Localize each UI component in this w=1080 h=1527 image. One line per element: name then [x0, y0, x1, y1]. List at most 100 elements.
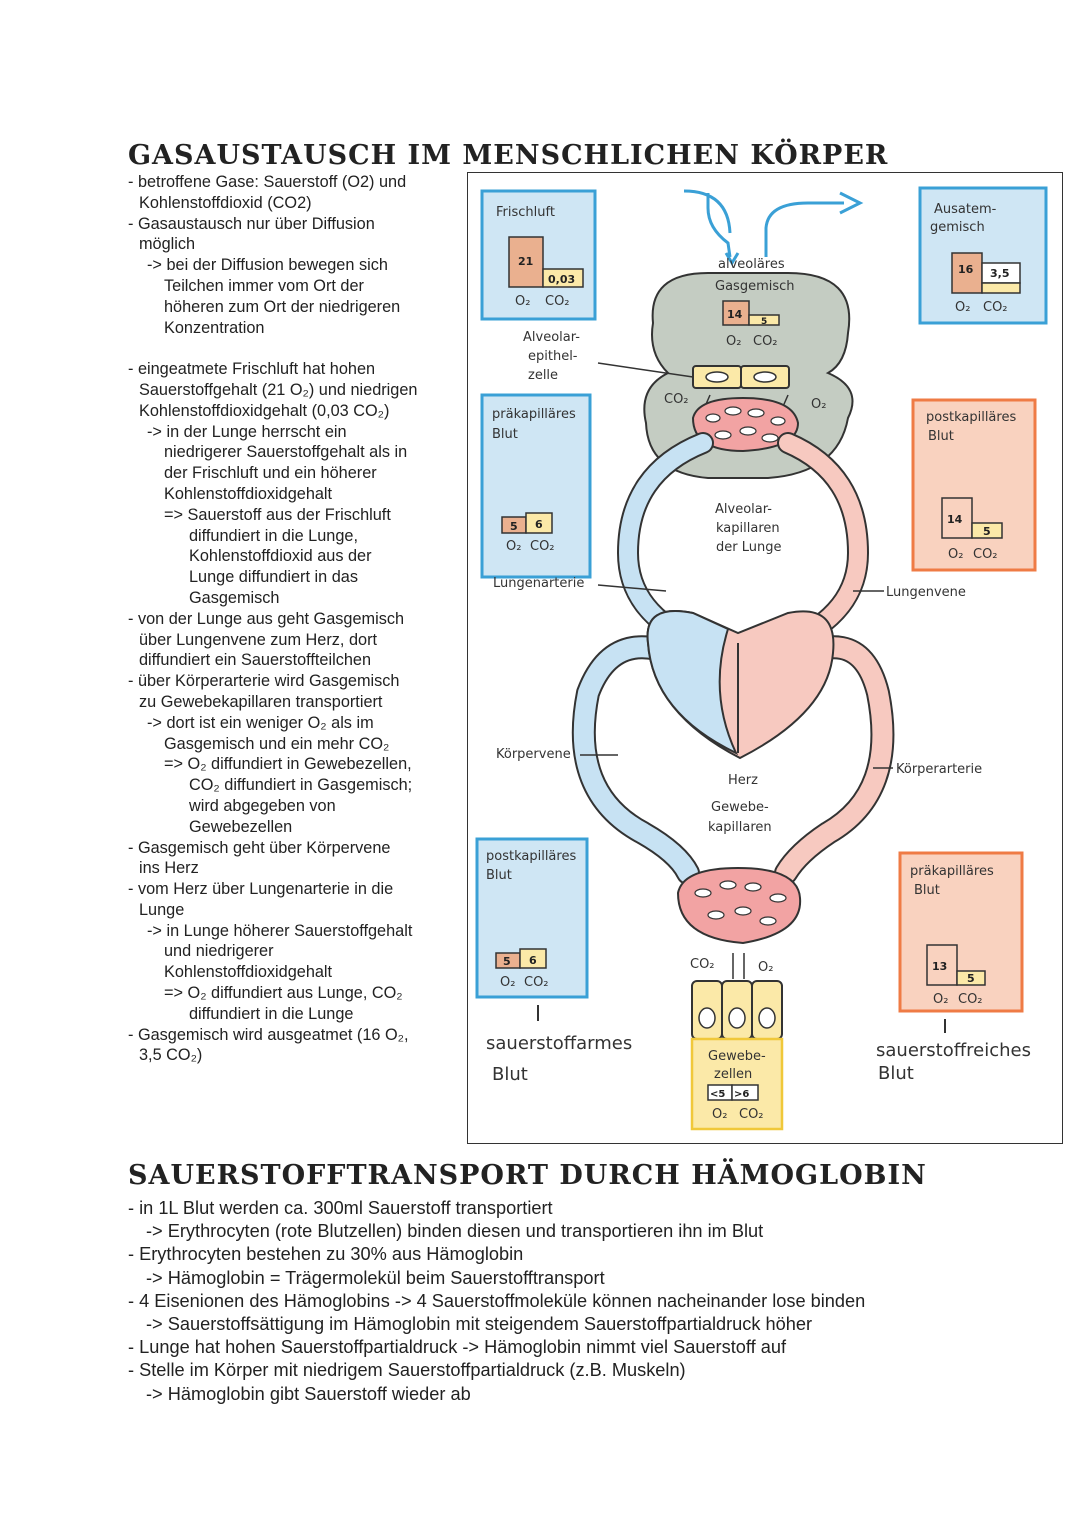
section1-line: 3,5 CO₂) — [139, 1046, 203, 1065]
praekap-top-co2-label: CO₂ — [530, 539, 555, 554]
praekap-top-title-2: Blut — [492, 427, 518, 442]
section1-line: - Gasgemisch wird ausgeatmet (16 O₂, — [128, 1025, 409, 1044]
section2-line: -> Hämoglobin = Trägermolekül beim Sauer… — [146, 1267, 605, 1288]
section1-line: => Sauerstoff aus der Frischluft — [164, 505, 391, 524]
diagram: Frischluft 21 0,03 O₂ CO₂ Ausatem- gemis… — [467, 172, 1063, 1144]
frischluft-co2-label: CO₂ — [545, 294, 570, 309]
frischluft-o2-label: O₂ — [515, 294, 530, 309]
section2-title: SAUERSTOFFTRANSPORT DURCH HÄMOGLOBIN — [128, 1160, 927, 1191]
gewebezellen-o2-value: <5 — [710, 1089, 725, 1100]
frischluft-o2-bar — [508, 236, 544, 288]
koerpervene-label: Körpervene — [496, 747, 571, 762]
gewebe-kap-label-1: Gewebe- — [711, 800, 769, 815]
section1-line: Kohlenstoffdioxid aus der — [189, 547, 372, 566]
gewebezellen-o2-label: O₂ — [712, 1107, 727, 1122]
postkap-top-co2-value: 5 — [983, 525, 991, 538]
sauerstoffarm-label-2: Blut — [492, 1064, 528, 1085]
lung-co2-label: CO₂ — [664, 392, 689, 407]
postkap-top-co2-label: CO₂ — [973, 547, 998, 562]
section1-line: höheren zum Ort der niedrigeren — [164, 297, 401, 316]
section1-line: - über Körperarterie wird Gasgemisch — [128, 672, 400, 691]
alveolar-gas-title-2: Gasgemisch — [715, 279, 795, 294]
section1-line: ins Herz — [139, 859, 199, 878]
section1-line: CO₂ diffundiert in Gasgemisch; — [189, 776, 413, 795]
gewebezellen-co2-value: >6 — [734, 1089, 749, 1100]
gas-exchange-diagram: Frischluft 21 0,03 O₂ CO₂ Ausatem- gemis… — [475, 186, 1048, 1131]
alveolar-o2-label: O₂ — [726, 334, 741, 349]
section2-line: -> Hämoglobin gibt Sauerstoff wieder ab — [146, 1383, 471, 1404]
section1-line: Gasgemisch und ein mehr CO₂ — [164, 734, 390, 753]
praekap-bottom-box: präkapilläres Blut 13 5 O₂ CO₂ — [898, 851, 1024, 1013]
section1-line: zu Gewebekapillaren transportiert — [139, 692, 383, 711]
lungenvene-label: Lungenvene — [886, 585, 966, 600]
section1-line: - eingeatmete Frischluft hat hohen — [128, 360, 376, 379]
gewebezellen-label-1: Gewebe- — [708, 1049, 766, 1064]
praekap-top-o2-label: O₂ — [506, 539, 521, 554]
section1-line: Gewebezellen — [189, 817, 293, 836]
gewebezellen-label-2: zellen — [714, 1067, 752, 1082]
postkap-bottom-box: postkapilläres Blut 5 6 O₂ CO₂ — [475, 837, 589, 999]
section1-line: Konzentration — [164, 318, 265, 337]
section1-line: Sauerstoffgehalt (21 O₂) und niedrigen — [139, 380, 418, 399]
ausatem-o2-label: O₂ — [955, 300, 970, 315]
koerperarterie-label: Körperarterie — [896, 762, 982, 777]
section1-line: Kohlenstoffdioxidgehalt — [164, 963, 333, 982]
praekap-bottom-co2-label: CO₂ — [958, 992, 983, 1007]
section1-line: der Frischluft und ein höherer — [164, 464, 377, 483]
section2-line: - Lunge hat hohen Sauerstoffpartialdruck… — [128, 1337, 786, 1358]
section1-line: diffundiert ein Sauerstoffteilchen — [139, 651, 372, 670]
section2-line: - Erythrocyten bestehen zu 30% aus Hämog… — [128, 1244, 524, 1265]
ausatem-o2-value: 16 — [958, 263, 974, 276]
postkap-top-title-2: Blut — [928, 429, 954, 444]
section1-line: diffundiert in die Lunge — [189, 1004, 354, 1023]
section1-line: -> in Lunge höherer Sauerstoffgehalt — [147, 921, 413, 940]
alveolar-kap-label-3: der Lunge — [716, 540, 781, 555]
section1-line: Lunge — [139, 900, 185, 919]
alveolar-kap-label-1: Alveolar- — [715, 502, 772, 517]
section1-line: Lunge diffundiert in das — [189, 568, 358, 587]
section1-line: - Gasgemisch geht über Körpervene — [128, 838, 391, 857]
gewebe-kap-label-2: kapillaren — [708, 820, 772, 835]
section1-line — [128, 338, 463, 359]
epithel-label-1: Alveolar- — [523, 330, 580, 345]
alveolar-gas-title-1: alveoläres — [718, 257, 785, 272]
ausatem-co2-label: CO₂ — [983, 300, 1008, 315]
sauerstoffreich-label-1: sauerstoffreiches — [876, 1040, 1031, 1061]
ausatem-title-2: gemisch — [930, 220, 985, 235]
postkap-top-o2-label: O₂ — [948, 547, 963, 562]
section1-line: => O₂ diffundiert aus Lunge, CO₂ — [164, 984, 403, 1003]
praekap-top-o2-value: 5 — [510, 520, 518, 533]
section1-line: - betroffene Gase: Sauerstoff (O2) und — [128, 173, 407, 191]
praekap-bottom-co2-value: 5 — [967, 972, 975, 985]
herz-label: Herz — [728, 773, 758, 788]
section1-line: Kohlenstoffdioxidgehalt — [164, 484, 333, 503]
lungenarterie-label: Lungenarterie — [493, 576, 584, 591]
alveolar-co2-value: 5 — [761, 317, 767, 327]
section1-line: Kohlenstoffdioxidgehalt (0,03 CO₂) — [139, 401, 390, 420]
frischluft-co2-bar — [542, 268, 584, 288]
koerperarterie-vessel — [763, 637, 893, 883]
ausatem-co2-value: 3,5 — [990, 267, 1010, 280]
section1-line: - von der Lunge aus geht Gasgemisch — [128, 609, 405, 628]
section2-line: - Stelle im Körper mit niedrigem Sauerst… — [128, 1360, 686, 1381]
praekap-bottom-o2-label: O₂ — [933, 992, 948, 1007]
section1-line: möglich — [139, 235, 196, 254]
section2-line: -> Sauerstoffsättigung im Hämoglobin mit… — [146, 1314, 813, 1335]
postkap-bottom-o2-label: O₂ — [500, 975, 515, 990]
section1-line: - vom Herz über Lungenarterie in die — [128, 880, 394, 899]
section1-line: Teilchen immer vom Ort der — [164, 276, 364, 295]
alveolar-kap-label-2: kapillaren — [716, 521, 780, 536]
section2-notes: - in 1L Blut werden ca. 300ml Sauerstoff… — [128, 1197, 1028, 1406]
section1-line: Gasgemisch — [189, 588, 280, 607]
section1-line: -> bei der Diffusion bewegen sich — [147, 256, 388, 275]
section1-line: niedrigerer Sauerstoffgehalt als in — [164, 443, 408, 462]
postkap-top-box: postkapilläres Blut 14 5 O₂ CO₂ — [911, 398, 1037, 572]
praekap-top-co2-value: 6 — [535, 518, 543, 531]
praekap-top-title-1: präkapilläres — [492, 407, 576, 422]
postkap-bottom-o2-value: 5 — [503, 955, 511, 968]
gewebezellen-box: Gewebe- zellen <5 >6 O₂ CO₂ — [690, 1037, 784, 1131]
epithel-label-2: epithel- — [528, 349, 578, 364]
gewebezellen-co2-label: CO₂ — [739, 1107, 764, 1122]
postkap-bottom-title-1: postkapilläres — [486, 849, 576, 864]
